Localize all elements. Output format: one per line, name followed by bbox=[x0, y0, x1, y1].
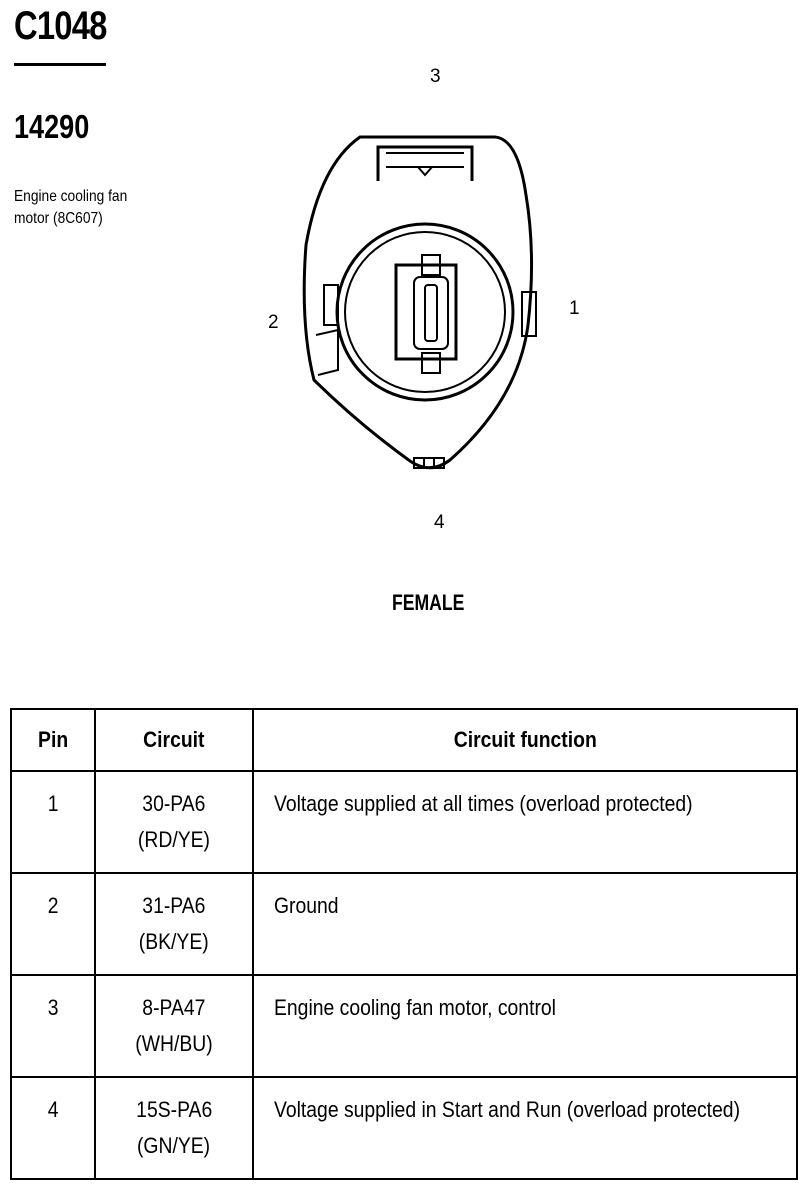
pin-1-slot bbox=[521, 291, 537, 337]
connector-id: C1048 bbox=[14, 4, 107, 48]
function-cell: Voltage supplied in Start and Run (overl… bbox=[252, 1076, 798, 1180]
circuit-cell: 15S-PA6(GN/YE) bbox=[94, 1076, 254, 1180]
table-row: 4 15S-PA6(GN/YE) Voltage supplied in Sta… bbox=[10, 1076, 798, 1180]
pin-table: Pin Circuit Circuit function 1 30-PA6(RD… bbox=[10, 708, 798, 1180]
circuit-cell: 31-PA6(BK/YE) bbox=[94, 872, 254, 976]
pin-4-key bbox=[413, 457, 445, 469]
pin-label-bottom: 4 bbox=[434, 512, 445, 533]
function-cell: Ground bbox=[252, 872, 798, 976]
table-row: 2 31-PA6(BK/YE) Ground bbox=[10, 872, 798, 976]
pin-label-left: 2 bbox=[268, 312, 279, 333]
circuit-cell: 30-PA6(RD/YE) bbox=[94, 770, 254, 874]
table-row: 3 8-PA47(WH/BU) Engine cooling fan motor… bbox=[10, 974, 798, 1078]
table-header-row: Pin Circuit Circuit function bbox=[10, 708, 798, 772]
pin-label-top: 3 bbox=[430, 66, 441, 87]
pin-cell: 1 bbox=[10, 770, 96, 874]
connector-gender: FEMALE bbox=[392, 590, 465, 615]
pin-label-right: 1 bbox=[569, 298, 580, 319]
table-row: 1 30-PA6(RD/YE) Voltage supplied at all … bbox=[10, 770, 798, 874]
pin-2-slot bbox=[323, 284, 339, 326]
header-pin: Pin bbox=[10, 708, 96, 772]
function-cell: Engine cooling fan motor, control bbox=[252, 974, 798, 1078]
connector-face-diagram bbox=[302, 135, 537, 470]
pin-cell: 3 bbox=[10, 974, 96, 1078]
inner-ring bbox=[344, 231, 506, 393]
pin-cell: 4 bbox=[10, 1076, 96, 1180]
header-circuit: Circuit bbox=[94, 708, 254, 772]
connector-description: Engine cooling fan motor (8C607) bbox=[14, 188, 128, 227]
function-cell: Voltage supplied at all times (overload … bbox=[252, 770, 798, 874]
title-underline bbox=[14, 63, 106, 66]
pin-cell: 2 bbox=[10, 872, 96, 976]
part-number: 14290 bbox=[14, 108, 90, 145]
header-circuit-function: Circuit function bbox=[252, 708, 798, 772]
top-latch bbox=[376, 145, 474, 181]
circuit-cell: 8-PA47(WH/BU) bbox=[94, 974, 254, 1078]
center-terminal-housing bbox=[394, 263, 458, 361]
